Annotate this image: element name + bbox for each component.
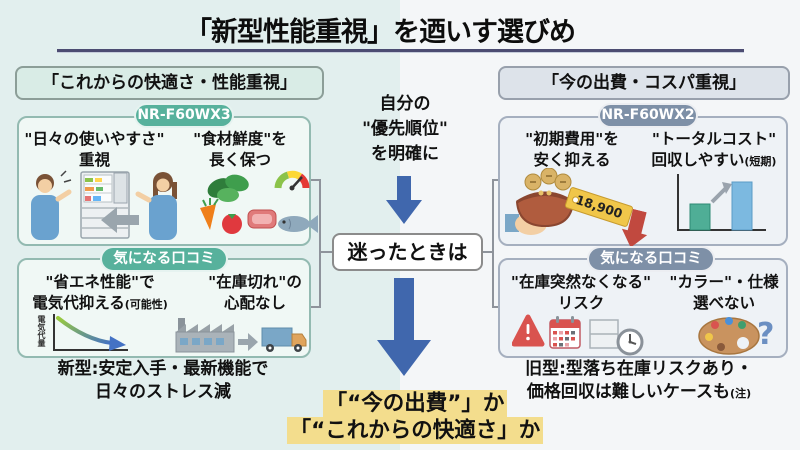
right-card1-point1-line1: "初期費用"を bbox=[525, 130, 619, 148]
decision-box: 迷ったときは bbox=[332, 233, 483, 271]
people-fridge-illustration bbox=[31, 170, 177, 240]
conclusion-line1: 「“今の出費”」か bbox=[322, 390, 508, 417]
left-card1-point1-line1: "日々の使いやすさ" bbox=[24, 130, 165, 148]
left-summary-line2: 日々のストレス減 bbox=[95, 382, 231, 402]
right-review-badge: 気になる口コミ bbox=[587, 246, 715, 272]
conclusion-line2: 「“これからの快適さ」か bbox=[286, 417, 544, 444]
right-card2-point1-line1: "在庫突然なくなる" bbox=[510, 273, 652, 291]
right-card1-point2-note: (短期) bbox=[744, 155, 777, 168]
right-card1-point2-line1: "トータルコスト" bbox=[651, 130, 777, 148]
left-card2-point1-note: (可能性) bbox=[124, 298, 168, 311]
right-card2-point2-line1: "カラー"・仕様 bbox=[669, 273, 779, 291]
left-card1-point2: "食材鮮度"を 長く保つ bbox=[175, 129, 305, 171]
left-card2-point2: "在庫切れ"の 心配なし bbox=[192, 272, 318, 314]
priority-line2: "優先順位" bbox=[362, 119, 448, 139]
price-drop-arrow-icon bbox=[621, 208, 648, 248]
left-model-badge: NR-F60WX3 bbox=[134, 103, 234, 128]
right-card1-point2: "トータルコスト" 回収しやすい(短期) bbox=[645, 129, 783, 172]
svg-text:?: ? bbox=[757, 317, 774, 352]
down-arrow-icon bbox=[386, 176, 422, 224]
right-model-badge: NR-F60WX2 bbox=[598, 103, 698, 128]
right-card1-point1-line2: 安く抑える bbox=[533, 151, 611, 169]
priority-text: 自分の "優先順位" を明確に bbox=[335, 92, 475, 167]
priority-line3: を明確に bbox=[371, 144, 439, 164]
right-card2-point1-line2: リスク bbox=[557, 294, 605, 312]
right-summary-line2-wrap: 価格回収は難しいケースも(注) bbox=[484, 381, 794, 405]
left-summary-line1: 新型:安定入手・最新機能で bbox=[57, 359, 269, 379]
page-title: 「新型性能重視」を迺いす選びめ bbox=[185, 17, 576, 48]
left-card2-point1-line2: 電気代抑える(可能性) bbox=[18, 293, 182, 315]
right-summary-line2: 価格回収は難しいケースも bbox=[526, 382, 731, 402]
left-card1-point1: "日々の使いやすさ" 重視 bbox=[22, 129, 167, 171]
left-card1-point2-line1: "食材鮮度"を bbox=[193, 130, 287, 148]
stock-risk-icons bbox=[512, 314, 644, 356]
conclusion-text: 「“今の出費”」か 「“これからの快適さ」か bbox=[270, 390, 560, 444]
fresh-food-gauge-illustration bbox=[200, 170, 318, 234]
title-underline bbox=[57, 49, 744, 53]
left-card2-point2-line2: 心配なし bbox=[223, 294, 286, 312]
right-card2-point2-line2: 選べない bbox=[692, 294, 755, 312]
energy-cost-axis-label: 電気代量 bbox=[37, 315, 46, 347]
cost-recovery-bar-chart bbox=[677, 174, 766, 231]
right-card2-point2: "カラー"・仕様 選べない bbox=[668, 272, 780, 314]
left-card2-point1-line1: "省エネ性能"で bbox=[45, 273, 155, 291]
right-summary-note: (注) bbox=[730, 387, 752, 400]
down-arrow-long-icon bbox=[377, 278, 431, 376]
left-review-badge: 気になる口コミ bbox=[100, 246, 228, 272]
right-card1-point2-line2: 回収しやすい(短期) bbox=[645, 150, 783, 172]
left-card1-point2-line2: 長く保つ bbox=[208, 151, 271, 169]
left-panel-header: 「これからの快適さ・性能重視」 bbox=[15, 66, 324, 100]
left-card2-point1-main: 電気代抑える bbox=[32, 294, 125, 312]
right-card1-point2-main: 回収しやすい bbox=[651, 151, 745, 169]
left-summary: 新型:安定入手・最新機能で 日々のストレス減 bbox=[8, 358, 318, 404]
conclusion-line1-wrap: 「“今の出費”」か bbox=[270, 390, 560, 417]
left-card1-point1-line2: 重視 bbox=[78, 151, 110, 169]
energy-cost-chart bbox=[53, 314, 128, 351]
right-summary: 旧型:型落ち在庫リスクあり・ 価格回収は難しいケースも(注) bbox=[484, 358, 794, 405]
priority-line1: 自分の bbox=[379, 94, 431, 114]
right-card1-point1: "初期費用"を 安く抑える bbox=[502, 129, 642, 171]
right-summary-line1: 旧型:型落ち在庫リスクあり・ bbox=[525, 359, 753, 379]
left-card2-point2-line1: "在庫切れ"の bbox=[208, 273, 302, 291]
right-card2-point1: "在庫突然なくなる" リスク bbox=[500, 272, 662, 314]
palette-question-icon: ? bbox=[698, 317, 774, 355]
conclusion-line2-wrap: 「“これからの快適さ」か bbox=[270, 417, 560, 444]
right-panel-header: 「今の出費・コスパ重視」 bbox=[498, 66, 790, 100]
left-card2-point1: "省エネ性能"で 電気代抑える(可能性) bbox=[18, 272, 182, 315]
factory-truck-illustration bbox=[175, 318, 307, 353]
